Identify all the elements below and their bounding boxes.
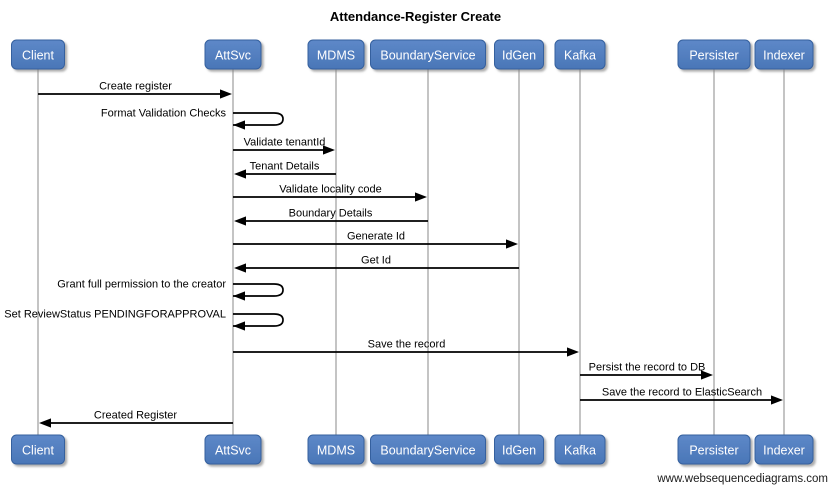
actor-box-indexer-top [754,39,814,70]
arrowhead-icon-5 [234,216,246,226]
actor-label-indexer-top: Indexer [763,49,805,63]
actor-box-client-top [11,39,65,70]
actor-label-mdms-top: MDMS [317,49,355,63]
actor-box-indexer-bottom [754,434,814,465]
message-label-10: Save the record [368,339,446,351]
arrowhead-icon-8 [233,291,245,301]
arrowhead-icon-6 [506,239,518,249]
arrowhead-icon-1 [233,120,245,130]
message-label-5: Boundary Details [289,208,373,220]
arrowhead-icon-3 [234,169,246,179]
actor-label-boundaryservice-top: BoundaryService [380,49,475,63]
actor-box-mdms-top [307,39,365,70]
message-label-9: Set ReviewStatus PENDINGFORAPPROVAL [4,309,226,321]
actor-box-kafka-top [554,39,606,70]
message-label-11: Persist the record to DB [589,362,706,374]
arrowhead-icon-2 [323,145,335,155]
arrowhead-icon-13 [39,418,51,428]
actor-label-boundaryservice-bottom: BoundaryService [380,444,475,458]
actor-box-client-bottom [11,434,65,465]
self-message-loop-8 [233,283,284,297]
message-label-0: Create register [99,81,172,93]
actor-box-mdms-bottom [307,434,365,465]
message-label-12: Save the record to ElasticSearch [602,387,762,399]
arrowhead-icon-12 [771,395,783,405]
actor-label-kafka-bottom: Kafka [564,444,596,458]
message-label-2: Validate tenantId [244,137,326,149]
message-label-13: Created Register [94,410,177,422]
actor-label-idgen-bottom: IdGen [502,444,536,458]
actor-label-attsvc-top: AttSvc [215,49,251,63]
actor-box-idgen-top [494,39,544,70]
arrowhead-icon-11 [701,370,713,380]
actor-label-client-bottom: Client [22,444,54,458]
actor-label-idgen-top: IdGen [502,49,536,63]
actor-box-persister-top [677,39,751,70]
arrowhead-icon-4 [415,192,427,202]
self-message-loop-1 [233,112,284,126]
actor-box-idgen-bottom [494,434,544,465]
actor-label-persister-top: Persister [689,49,738,63]
message-label-4: Validate locality code [279,184,382,196]
arrowhead-icon-9 [233,321,245,331]
actor-label-persister-bottom: Persister [689,444,738,458]
actor-box-boundaryservice-top [370,39,486,70]
actor-label-kafka-top: Kafka [564,49,596,63]
actor-box-attsvc-top [204,39,262,70]
actor-label-client-top: Client [22,49,54,63]
watermark-url: www.websequencediagrams.com [656,473,828,485]
message-label-1: Format Validation Checks [101,108,227,120]
arrowhead-icon-0 [220,89,232,99]
actor-box-boundaryservice-bottom [370,434,486,465]
message-label-3: Tenant Details [250,161,320,173]
message-label-6: Generate Id [347,231,405,243]
diagram-title: Attendance-Register Create [330,9,501,24]
arrowhead-icon-10 [567,347,579,357]
self-message-loop-9 [233,313,284,327]
actor-box-kafka-bottom [554,434,606,465]
actor-label-attsvc-bottom: AttSvc [215,444,251,458]
actor-label-mdms-bottom: MDMS [317,444,355,458]
message-label-8: Grant full permission to the creator [57,279,226,291]
actor-box-persister-bottom [677,434,751,465]
message-label-7: Get Id [361,255,391,267]
actor-box-attsvc-bottom [204,434,262,465]
arrowhead-icon-7 [234,263,246,273]
actor-label-indexer-bottom: Indexer [763,444,805,458]
